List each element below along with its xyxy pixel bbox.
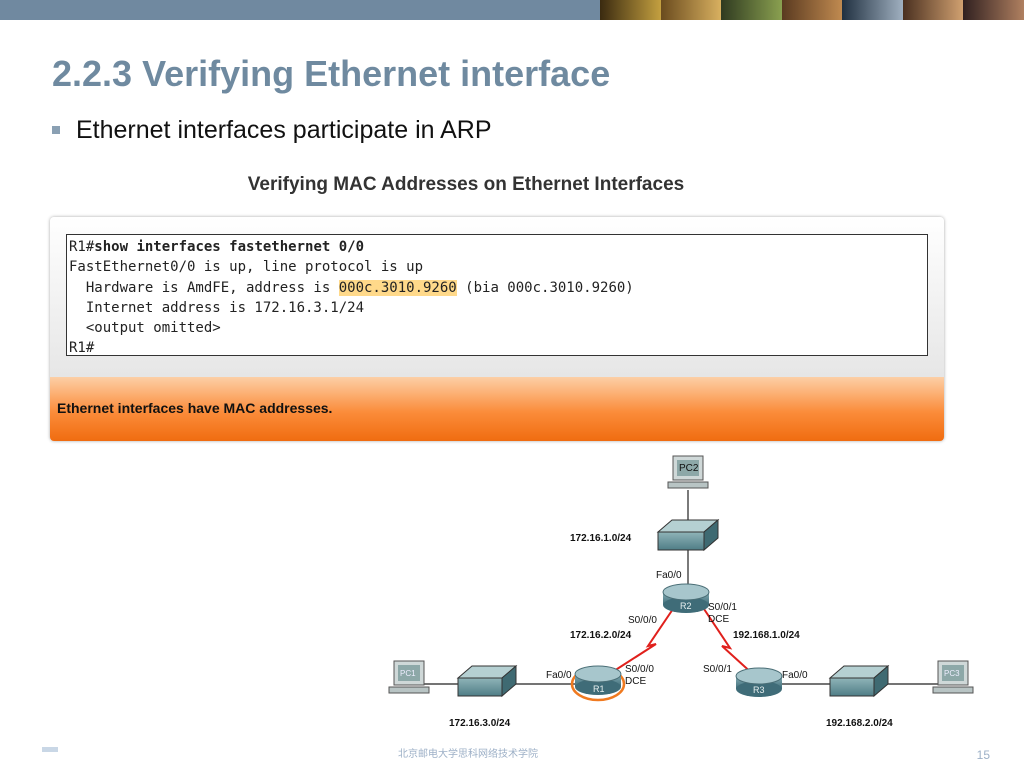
r2-dce-label: DCE: [708, 614, 729, 625]
terminal-line-5: <output omitted>: [69, 320, 221, 337]
net-r2-r1-label: 172.16.2.0/24: [570, 630, 632, 641]
pc-right-icon[interactable]: PC3: [932, 660, 974, 694]
r2-s000-label: S0/0/0: [628, 615, 657, 626]
bia-text: (bia 000c.3010.9260): [456, 279, 634, 296]
router-r1-icon[interactable]: R1: [570, 665, 626, 702]
bullet-text: Ethernet interfaces participate in ARP: [76, 116, 492, 144]
prompt: R1#: [69, 239, 95, 255]
net-left-label: 172.16.3.0/24: [449, 718, 511, 729]
switch-top-icon[interactable]: [656, 518, 720, 552]
caption-bar: Ethernet interfaces have MAC addresses.: [50, 377, 944, 441]
pc-right-label: PC3: [944, 669, 960, 678]
router-r3-icon[interactable]: R3: [735, 667, 783, 697]
terminal-line-1: R1#show interfaces fastethernet 0/0: [69, 237, 927, 257]
footer-text: 北京邮电大学思科网络技术学院: [398, 749, 538, 760]
router-r2-label: R2: [680, 601, 692, 611]
hardware-text: Hardware is AmdFE, address is: [69, 279, 339, 296]
pc-top-label: PC2: [679, 463, 699, 474]
terminal-line-4: Internet address is 172.16.3.1/24: [69, 299, 365, 316]
terminal-output: R1#show interfaces fastethernet 0/0 Fast…: [66, 234, 928, 356]
r3-fa-label: Fa0/0: [782, 670, 808, 681]
terminal-area: R1#show interfaces fastethernet 0/0 Fast…: [50, 217, 944, 377]
terminal-line-2: FastEthernet0/0 is up, line protocol is …: [69, 259, 424, 276]
r1-dce-label: DCE: [625, 676, 646, 687]
pc-left-label: PC1: [400, 669, 416, 678]
net-right-label: 192.168.2.0/24: [826, 718, 893, 729]
r1-fa-label: Fa0/0: [546, 670, 572, 681]
r3-s001-label: S0/0/1: [703, 664, 732, 675]
serial-link-r2-r1: [599, 605, 676, 681]
switch-left-icon[interactable]: [456, 664, 518, 698]
mac-address-highlight: 000c.3010.9260: [338, 279, 457, 296]
command: show interfaces fastethernet 0/0: [94, 239, 365, 255]
switch-right-icon[interactable]: [828, 664, 890, 698]
router-r1-label: R1: [593, 684, 605, 694]
serial-link-r2-r3: [701, 605, 756, 677]
net-r2-r3-label: 192.168.1.0/24: [733, 630, 800, 641]
header-photo-strip: [600, 0, 1024, 20]
terminal-line-3: Hardware is AmdFE, address is 000c.3010.…: [69, 278, 927, 298]
figure-caption: Ethernet interfaces have MAC addresses.: [57, 400, 333, 416]
router-r2-icon[interactable]: R2: [662, 583, 710, 613]
bullet-marker: [52, 126, 60, 134]
net-top-label: 172.16.1.0/24: [570, 533, 632, 544]
page-number: 15: [976, 748, 990, 762]
terminal-line-6: R1#: [69, 340, 95, 357]
r1-s000-label: S0/0/0: [625, 664, 654, 675]
router-r3-label: R3: [753, 685, 765, 695]
footer-logo: [42, 747, 58, 752]
pc-left-icon[interactable]: PC1: [388, 660, 430, 694]
r2-fa-label: Fa0/0: [656, 570, 682, 581]
slide-title: 2.2.3 Verifying Ethernet interface: [52, 53, 611, 94]
figure-panel: R1#show interfaces fastethernet 0/0 Fast…: [50, 217, 944, 441]
figure-title: Verifying MAC Addresses on Ethernet Inte…: [247, 174, 685, 195]
pc-top-icon[interactable]: PC2: [667, 455, 709, 489]
r2-s001-label: S0/0/1: [708, 602, 737, 613]
